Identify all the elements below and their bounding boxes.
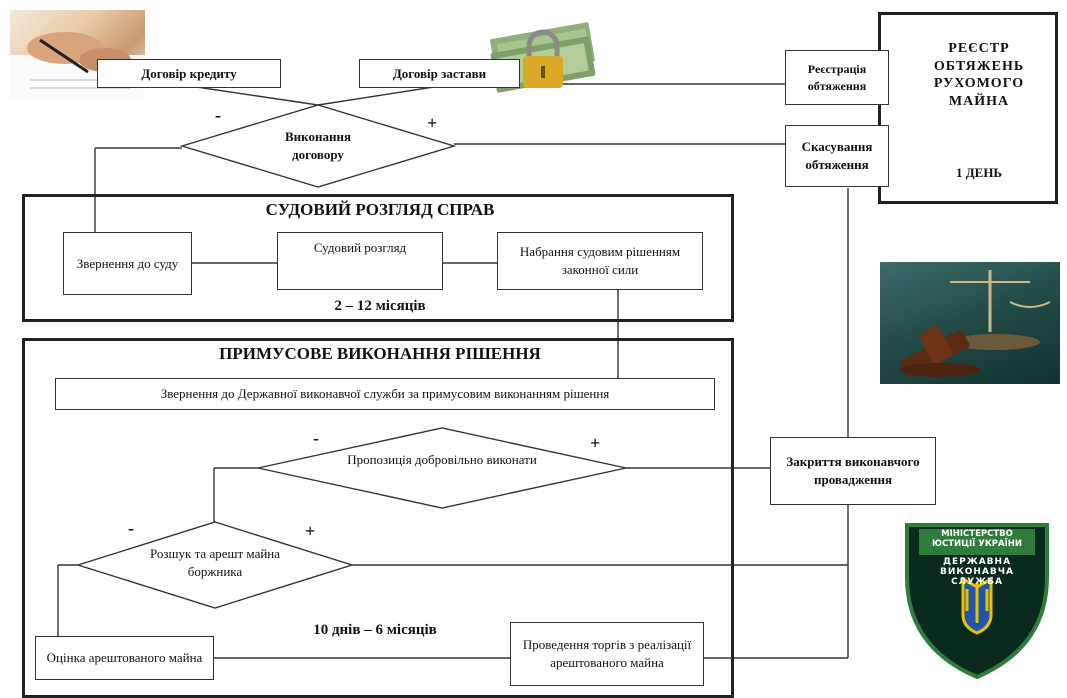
trial-box: Судовий розгляд [277, 232, 443, 290]
court-title: СУДОВИЙ РОЗГЛЯД СПРАВ [265, 200, 495, 219]
court-appeal-box: Звернення до суду [63, 232, 192, 295]
registry-frame [878, 12, 1058, 204]
court-duration: 2 – 12 місяців [334, 298, 426, 314]
search-arrest-label: Розшук та арешт майна боржника [149, 546, 281, 579]
entry-into-force-box: Набрання судовим рішенням законної сили [497, 232, 703, 290]
dvs-appeal-box: Звернення до Державної виконавчої служби… [55, 378, 715, 410]
contract-execution-label: Виконання договору [285, 129, 351, 162]
registry-title: РЕЄСТР ОБТЯЖЕНЬ РУХОМОГО МАЙНА [933, 41, 1025, 109]
registration-box: Реєстрація обтяження [785, 50, 889, 105]
search-minus-sign: - [128, 518, 134, 538]
scales-gavel-photo [880, 262, 1060, 384]
emblem-service-text: ДЕРЖАВНА ВИКОНАВЧА СЛУЖБА [940, 557, 1014, 587]
contract-minus-sign: - [215, 105, 221, 125]
search-plus-sign: + [305, 521, 316, 541]
enforcement-title: ПРИМУСОВЕ ВИКОНАННЯ РІШЕННЯ [219, 344, 541, 363]
money-lock-photo [485, 10, 605, 96]
registry-duration: 1 ДЕНЬ [955, 165, 1003, 180]
closing-box: Закриття виконавчого провадження [770, 437, 936, 505]
voluntary-offer-diamond [257, 427, 627, 509]
voluntary-minus-sign: - [313, 428, 319, 448]
emblem-ministry-text: МІНІСТЕРСТВО ЮСТИЦІЇ УКРАЇНИ [932, 529, 1022, 550]
enforcement-duration: 10 днів – 6 місяців [313, 622, 437, 638]
contract-execution-diamond [179, 104, 457, 188]
voluntary-offer-label: Пропозиція добровільно виконати [347, 452, 537, 467]
auction-box: Проведення торгів з реалізації арештован… [510, 622, 704, 686]
valuation-box: Оцінка арештованого майна [35, 636, 214, 680]
voluntary-plus-sign: + [590, 433, 601, 453]
court-frame [22, 194, 734, 322]
credit-contract-box: Договір кредиту [97, 59, 281, 88]
search-arrest-diamond [75, 521, 355, 609]
pledge-contract-box: Договір застави [359, 59, 520, 88]
ministry-emblem: МІНІСТЕРСТВО ЮСТИЦІЇ УКРАЇНИ ДЕРЖАВНА ВИ… [897, 517, 1057, 683]
cancellation-box: Скасування обтяження [785, 125, 889, 187]
contract-plus-sign: + [427, 113, 438, 133]
